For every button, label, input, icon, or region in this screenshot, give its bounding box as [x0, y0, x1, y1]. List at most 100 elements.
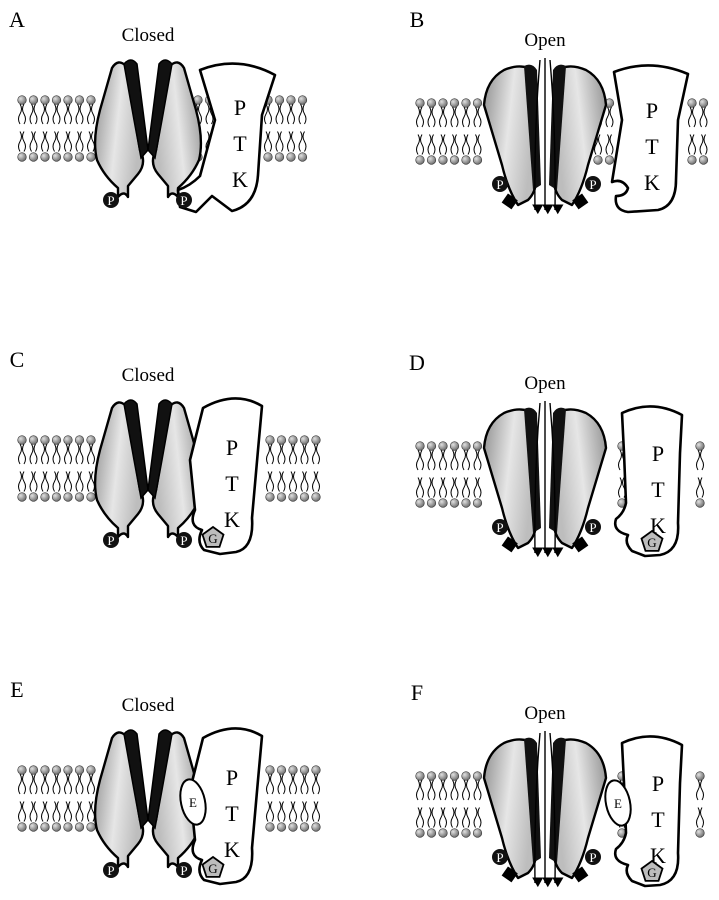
lipid-tail — [270, 773, 274, 795]
lipid-head — [276, 435, 287, 445]
lipid-tail — [281, 443, 286, 465]
ion-channel-closed — [93, 729, 203, 869]
lipid-tail — [420, 807, 424, 828]
lipid-tail — [289, 773, 293, 795]
lipid-tail — [427, 134, 432, 155]
lipid-tail — [316, 443, 320, 465]
lipid-head — [28, 152, 39, 162]
lipid-tail — [454, 807, 459, 828]
lipid-head — [263, 152, 273, 162]
lipid-head — [265, 492, 275, 502]
lipid-tail — [700, 807, 704, 828]
lipid-tail — [692, 134, 696, 155]
lipid-tail — [41, 103, 45, 125]
lipid-head — [299, 492, 310, 502]
lipid-tail — [45, 801, 49, 822]
channel-gate-block — [501, 193, 518, 210]
lipid-tail — [439, 449, 443, 471]
lipid-tail — [33, 131, 38, 152]
state-label: Open — [524, 703, 566, 724]
lipid — [63, 765, 73, 832]
membrane — [17, 765, 321, 832]
lipid-head — [74, 95, 85, 105]
lipid-head — [28, 765, 39, 775]
lipid-head — [426, 441, 437, 451]
ion-flow-arrow — [549, 732, 564, 888]
lipid-tail — [264, 103, 268, 125]
lipid-tail — [52, 773, 57, 795]
lipid-head — [438, 98, 448, 108]
ptk-letter-t: T — [651, 477, 665, 502]
lipid-head — [17, 95, 27, 105]
lipid-tail — [18, 103, 22, 125]
lipid-tail — [304, 471, 309, 492]
lipid — [472, 441, 483, 508]
lipid-tail — [275, 103, 280, 125]
lipid-tail — [64, 801, 68, 822]
lipid-tail — [316, 773, 320, 795]
lipid-tail — [420, 106, 424, 128]
lipid — [286, 95, 296, 162]
lipid-tail — [427, 779, 432, 801]
ptk-letter-p: P — [234, 95, 246, 120]
lipid-tail — [22, 443, 26, 465]
ptk-letter-t: T — [225, 801, 239, 826]
lipid-head — [51, 822, 62, 832]
lipid-tail — [41, 443, 45, 465]
lipid-tail — [450, 134, 455, 155]
lipid — [472, 771, 483, 838]
lipid-head — [86, 492, 96, 502]
lipid-tail — [75, 471, 80, 492]
phosphate-circle — [492, 849, 508, 865]
g-protein-pentagon — [201, 855, 225, 878]
phosphate-circle — [492, 176, 508, 192]
lipid-head — [426, 498, 437, 508]
lipid-tail — [420, 477, 424, 498]
lipid-head — [40, 822, 50, 832]
lipid — [461, 98, 471, 165]
lipid — [604, 98, 615, 165]
lipid-head — [51, 492, 62, 502]
lipid-tail — [270, 443, 274, 465]
ptk-letter-t: T — [645, 134, 659, 159]
lipid-tail — [291, 131, 295, 152]
ion-flow-arrow — [549, 402, 564, 558]
lipid — [299, 765, 310, 832]
lipid-head — [63, 95, 73, 105]
lipid-head — [472, 98, 483, 108]
ptk-kinase: PTK — [613, 735, 684, 888]
channel-subunit-left — [93, 399, 149, 539]
lipid-head — [17, 765, 27, 775]
lipid-tail — [618, 449, 622, 471]
state-label: Open — [524, 30, 566, 51]
lipid — [74, 765, 85, 832]
lipid — [311, 765, 321, 832]
lipid-tail — [52, 103, 57, 125]
lipid-tail — [439, 779, 443, 801]
lipid-tail — [431, 134, 436, 155]
lipid-head — [449, 498, 460, 508]
lipid-tail — [300, 801, 305, 822]
lipid-tail — [87, 773, 91, 795]
g-protein-label: G — [208, 531, 217, 546]
lipid-tail — [454, 449, 459, 471]
pore-helix-band — [147, 729, 173, 830]
phosphate-label: P — [496, 520, 503, 535]
lipid — [449, 441, 460, 508]
lipid-head — [51, 435, 62, 445]
lipid-tail — [33, 801, 38, 822]
lipid-tail — [75, 773, 80, 795]
lipid-tail — [427, 807, 432, 828]
ion-flow-arrow — [549, 59, 564, 215]
lipid-tail — [75, 131, 80, 152]
lipid — [426, 98, 437, 165]
lipid-tail — [22, 131, 26, 152]
phosphate-label: P — [589, 520, 596, 535]
state-label: Closed — [122, 365, 175, 386]
lipid-head — [74, 435, 85, 445]
phosphate-label: P — [589, 850, 596, 865]
lipid-tail — [264, 131, 268, 152]
